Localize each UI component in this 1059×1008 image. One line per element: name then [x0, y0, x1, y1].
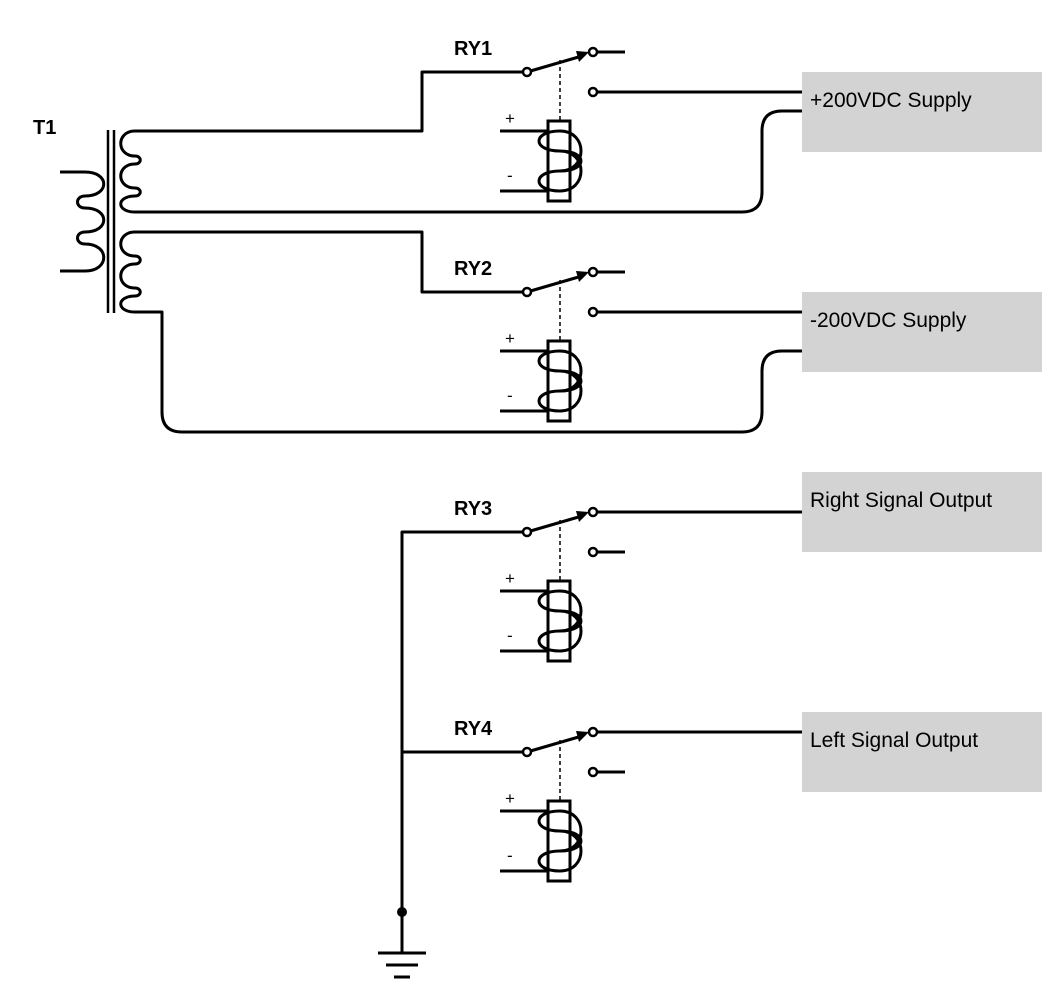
primary-coil [76, 170, 106, 273]
output-box-bg [802, 292, 1042, 372]
coil-minus-label: - [507, 386, 513, 405]
relay-label: RY1 [454, 38, 492, 60]
no-terminal [587, 46, 599, 58]
output-label: +200VDC Supply [810, 89, 972, 112]
output-label: Left Signal Output [810, 729, 978, 752]
relay-coil-icon [537, 129, 583, 193]
common-terminal [521, 746, 533, 758]
output-box-left-signal: Left Signal Output [802, 712, 1042, 792]
relay-coil-body [546, 799, 572, 883]
output-label: Right Signal Output [810, 489, 992, 512]
nc-terminal [587, 306, 599, 318]
relay-label: RY4 [454, 718, 493, 740]
nc-terminal [587, 86, 599, 98]
common-terminal [521, 66, 533, 78]
relay-ry2: RY2 + - [454, 258, 802, 423]
relay-coil-icon [537, 589, 583, 653]
switch-arrow-icon [576, 731, 589, 742]
coil-plus-label: + [505, 789, 515, 808]
relay-coil-body [546, 339, 572, 423]
output-label: -200VDC Supply [810, 309, 967, 332]
coil-plus-label: + [505, 329, 515, 348]
coil-plus-label: + [505, 569, 515, 588]
transformer-t1: T1 [33, 117, 142, 314]
switch-blade [526, 274, 583, 294]
output-box-right-signal: Right Signal Output [802, 472, 1042, 552]
relay-label: RY3 [454, 498, 492, 520]
output-box-plus-supply: +200VDC Supply [802, 72, 1042, 152]
no-terminal [587, 266, 599, 278]
secondary-coil-upper [119, 129, 142, 214]
output-box-minus-supply: -200VDC Supply [802, 292, 1042, 372]
coil-plus-label: + [505, 109, 515, 128]
switch-blade [526, 54, 583, 74]
relay-ry3: RY3 + - [454, 498, 802, 663]
ground-network [378, 530, 522, 979]
coil-minus-label: - [507, 166, 513, 185]
output-box-bg [802, 472, 1042, 552]
nc-terminal [587, 766, 599, 778]
common-terminal [521, 526, 533, 538]
no-terminal [587, 726, 599, 738]
switch-arrow-icon [576, 511, 589, 522]
no-terminal [587, 506, 599, 518]
coil-minus-label: - [507, 626, 513, 645]
relay-coil-icon [537, 349, 583, 413]
relay-ry4: RY4 + - [454, 718, 802, 883]
nc-terminal [587, 546, 599, 558]
wire-t1-to-minus-supply [135, 310, 802, 434]
relay-label: RY2 [454, 258, 492, 280]
relay-ry1: RY1 + - [454, 38, 802, 203]
common-terminal [521, 286, 533, 298]
junction-dot [397, 907, 407, 917]
switch-blade [526, 514, 583, 534]
coil-minus-label: - [507, 846, 513, 865]
relay-coil-icon [537, 809, 583, 873]
output-box-bg [802, 72, 1042, 152]
secondary-coil-lower [119, 230, 142, 314]
relay-coil-body [546, 579, 572, 663]
transformer-label: T1 [33, 117, 56, 139]
wire-t1-to-ry1 [135, 70, 522, 133]
switch-arrow-icon [576, 271, 589, 282]
wire-t1-to-ry2 [135, 230, 522, 294]
ground-bus-wire [400, 530, 522, 952]
switch-arrow-icon [576, 51, 589, 62]
wire-t1-to-plus-supply [135, 109, 802, 214]
relay-coil-body [546, 119, 572, 203]
output-box-bg [802, 712, 1042, 792]
switch-blade [526, 734, 583, 754]
